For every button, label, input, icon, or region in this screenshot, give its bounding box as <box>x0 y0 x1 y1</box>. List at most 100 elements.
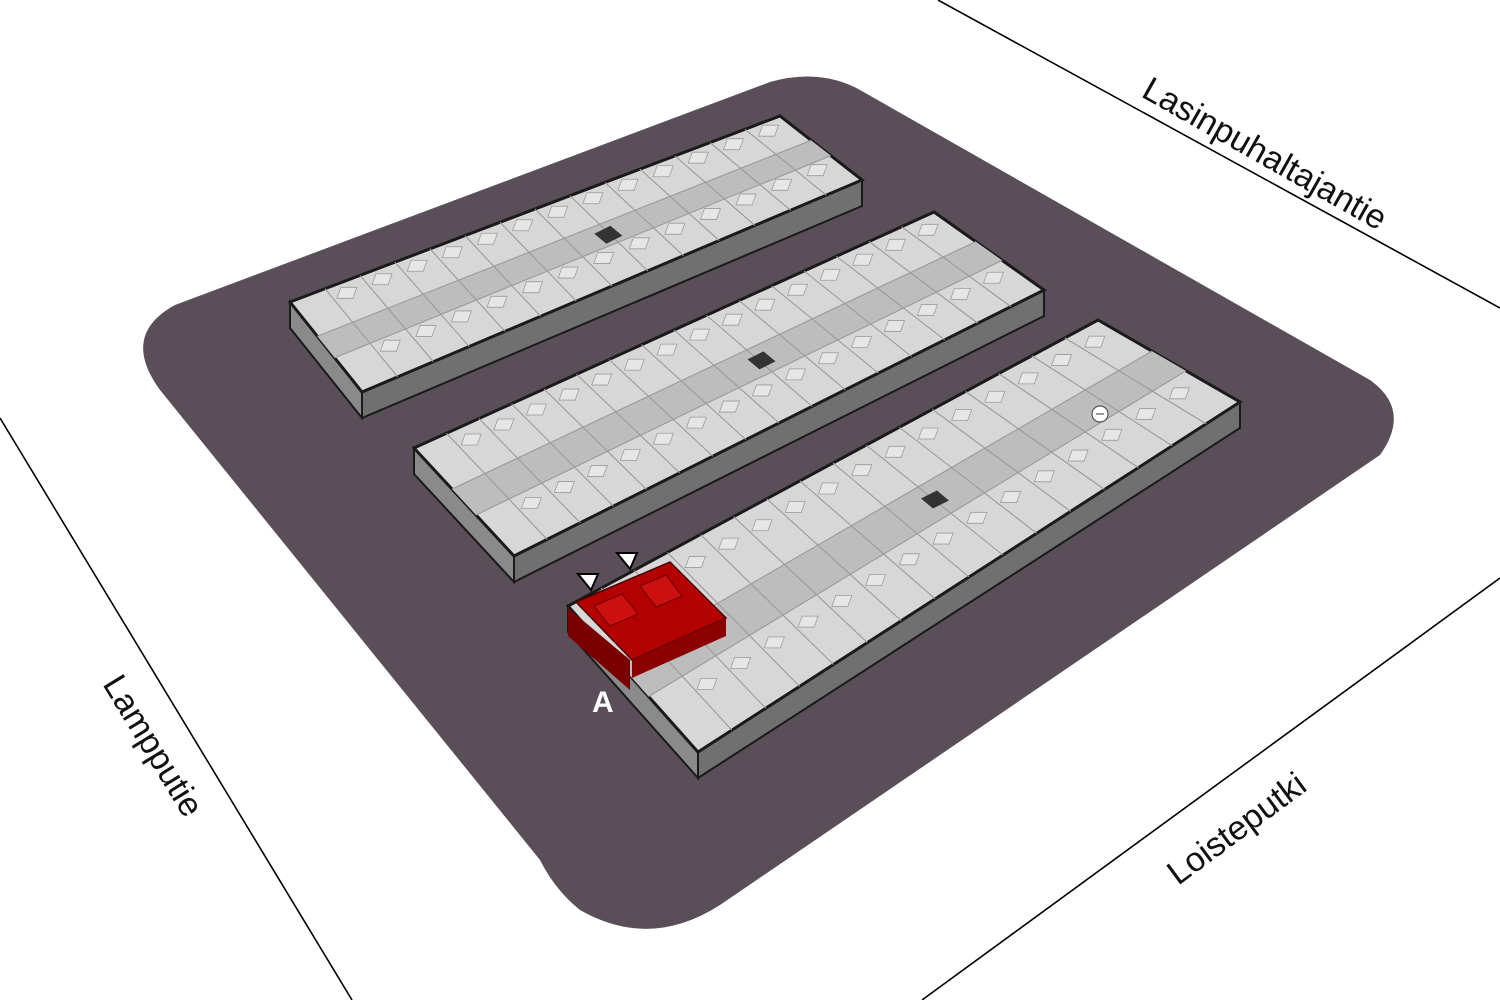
unit-divider <box>744 128 827 196</box>
room-square <box>817 482 840 495</box>
room-square <box>718 537 740 550</box>
room-square <box>852 253 874 266</box>
room-square <box>1017 372 1039 385</box>
unit-divider <box>674 155 756 226</box>
road-line-south-east <box>921 577 1500 1000</box>
room-square <box>771 178 793 191</box>
block-corridor <box>617 351 1187 697</box>
street-label-loisteputki: Loisteputki <box>1160 765 1313 892</box>
room-square <box>619 448 641 461</box>
unit-divider <box>394 261 470 347</box>
unit-divider <box>534 208 613 287</box>
room-square <box>730 657 752 670</box>
room-square <box>450 310 473 323</box>
room-square <box>797 615 819 628</box>
unit-divider <box>641 344 747 441</box>
room-square <box>684 556 706 568</box>
unit-divider <box>1064 337 1207 425</box>
room-square <box>593 252 615 264</box>
unit-divider <box>604 182 684 257</box>
unit-divider <box>478 418 581 524</box>
road-line-west <box>0 417 353 1000</box>
room-square <box>817 352 839 365</box>
room-square <box>591 373 613 386</box>
room-square <box>1168 387 1190 400</box>
room-square <box>685 416 707 429</box>
room-square <box>722 138 744 151</box>
building-block-south <box>565 318 1243 781</box>
unit-divider <box>738 300 846 391</box>
street-label-lampputie: Lampputie <box>95 668 210 823</box>
unit-divider <box>832 462 970 578</box>
unit-a-dark-band <box>632 618 726 678</box>
room-square <box>617 178 639 191</box>
triangle-icon <box>575 573 600 592</box>
room-square <box>520 497 542 510</box>
room-square <box>721 313 743 326</box>
room-square <box>699 208 722 220</box>
room-square <box>1101 428 1123 441</box>
room-square <box>586 465 608 477</box>
unit-divider <box>965 391 1105 490</box>
room-square <box>865 574 887 586</box>
room-square <box>1067 449 1089 462</box>
unit-divider <box>799 480 936 600</box>
room-square <box>441 246 463 259</box>
room-square <box>582 192 604 205</box>
room-square <box>806 164 828 177</box>
room-square <box>850 336 872 349</box>
room-square <box>1084 335 1106 348</box>
corridor-edge <box>648 370 1187 697</box>
room-square <box>917 427 939 440</box>
room-square <box>486 295 508 308</box>
unit-divider <box>576 373 681 474</box>
room-square <box>1033 470 1055 483</box>
unit-divider <box>511 403 614 507</box>
unit-divider <box>998 373 1139 469</box>
room-square <box>966 511 988 524</box>
room-square <box>493 418 515 431</box>
room-square <box>718 400 740 413</box>
unit-a-highlight[interactable] <box>568 561 728 690</box>
building-blocks <box>287 114 1243 781</box>
room-square <box>884 238 906 251</box>
unit-divider <box>766 498 902 622</box>
room-square <box>932 532 954 545</box>
room-square <box>831 594 853 607</box>
corridor-edge <box>334 155 832 359</box>
unit-divider <box>324 288 399 378</box>
room-square <box>628 237 650 250</box>
room-square <box>735 193 757 206</box>
room-square <box>784 368 806 381</box>
room-square <box>784 500 806 513</box>
room-square <box>687 151 709 164</box>
block-corridor <box>317 140 831 358</box>
room-square <box>819 268 841 281</box>
room-square <box>751 519 773 532</box>
stair-marker <box>920 490 949 509</box>
room-square <box>476 232 499 245</box>
road-line-north-east <box>937 0 1500 309</box>
room-square <box>883 320 905 332</box>
unit-divider <box>608 359 714 457</box>
room-square <box>982 271 1005 284</box>
unit-divider <box>673 329 780 424</box>
unit-a-side <box>568 608 630 690</box>
unit-label-a: A <box>592 686 614 719</box>
unit-divider <box>932 408 1071 512</box>
room-square <box>371 273 393 286</box>
corridor-edge <box>317 139 812 337</box>
stair-marker <box>747 351 776 370</box>
building-block-middle <box>411 210 1047 585</box>
room-square <box>547 205 569 218</box>
room-square <box>1050 354 1073 366</box>
room-square <box>1135 408 1157 420</box>
room-square <box>786 283 809 296</box>
unit-divider <box>733 516 868 644</box>
block-corridor <box>452 241 1003 515</box>
unit-divider <box>429 248 506 332</box>
unit-divider <box>359 275 434 363</box>
room-square <box>460 433 482 446</box>
